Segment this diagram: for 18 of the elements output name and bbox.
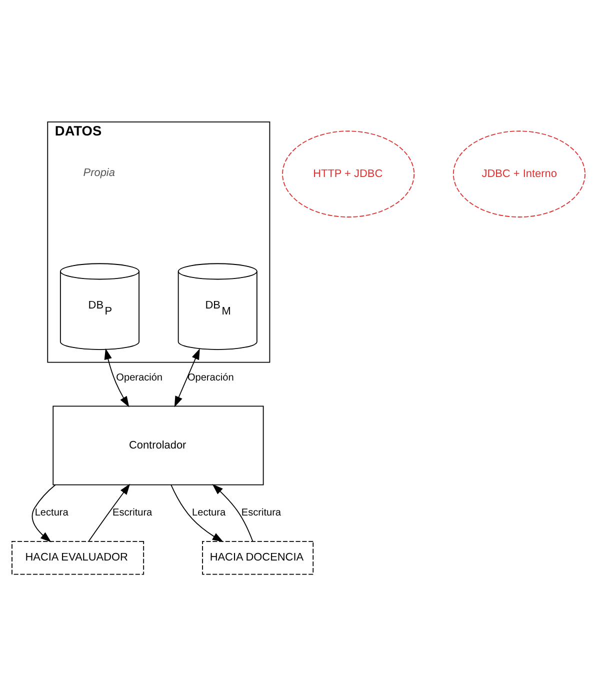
arrow — [88, 483, 130, 542]
arrow — [212, 484, 254, 542]
arrow — [104, 348, 130, 407]
edge-label: Escritura — [112, 507, 152, 518]
node-ellipse: JDBC + Interno — [452, 130, 586, 217]
arrow — [170, 484, 224, 542]
edge-label: Lectura — [34, 507, 68, 518]
node-box: HACIA EVALUADOR — [12, 540, 144, 574]
edge-label: Lectura — [192, 507, 226, 518]
node-box: Controlador — [52, 405, 264, 485]
arrow — [32, 484, 56, 542]
edge-label: Operación — [116, 372, 163, 383]
label: Propia — [83, 166, 115, 178]
node-ellipse: HTTP + JDBC — [282, 130, 415, 217]
node-box: HACIA DOCENCIA — [202, 540, 314, 574]
edge-label: Escritura — [241, 507, 282, 518]
edge-label: Operación — [187, 372, 234, 383]
arrow — [174, 348, 200, 407]
